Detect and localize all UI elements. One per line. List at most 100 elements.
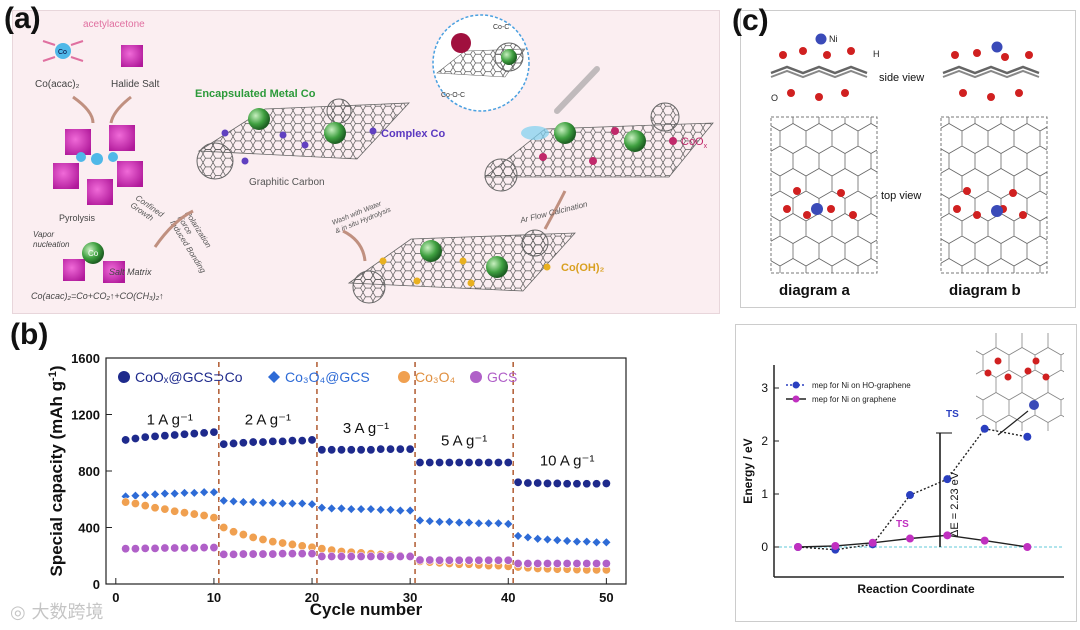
data-point [238,497,249,507]
data-point [238,438,248,448]
panel-a-scheme: acetylacetone Co Co(acac)₂ Halide Salt P… [12,10,720,314]
diagram-a-label: diagram a [779,282,851,299]
data-point [444,458,454,468]
data-point [267,497,278,508]
data-point [199,510,209,520]
data-point [493,458,503,468]
data-point [395,551,405,561]
data-point [336,445,346,455]
data-point [160,431,170,441]
data-point [219,549,229,559]
data-point [160,504,170,514]
data-point [130,490,141,501]
data-point [278,538,288,548]
data-point [376,444,386,454]
ni-label: Ni [829,34,838,44]
y-axis-label: Special capacity (mAh g-1) [47,365,66,576]
complex-co-label: Complex Co [381,128,445,140]
data-point [229,438,239,448]
data-point [268,549,278,559]
probe-icon [554,66,600,114]
series-line [797,428,1028,551]
data-point [218,495,229,506]
data-point [297,541,307,551]
rate-label: 10 A g⁻¹ [540,452,595,469]
x-tick-label: 20 [305,590,319,605]
data-point [493,518,504,529]
panel-a-label: (a) [4,2,41,35]
data-point [278,436,288,446]
watermark-text: 大数跨境 [31,602,104,623]
data-point [248,497,259,507]
data-point [366,551,376,561]
data-point [248,437,258,447]
data-point [170,506,180,516]
data-point [121,435,131,445]
data-point [503,458,513,468]
ts-label-2: TS [896,519,909,530]
data-point [542,534,553,545]
c-y-tick-label: 1 [761,487,768,501]
legend-label: CoOₓ@GCS⊃Co [135,369,243,385]
hydrolysis-sheet [347,229,576,304]
data-point [513,559,523,569]
data-point [150,431,160,441]
data-point [464,517,474,528]
data-point [831,541,840,550]
data-point [543,478,553,488]
y-tick-label: 800 [78,464,100,479]
data-point [356,551,366,561]
data-point [179,429,189,439]
data-point [278,549,288,559]
data-point [130,434,140,444]
data-point [268,436,278,446]
data-point [219,523,229,533]
data-point [366,445,376,455]
co-oh-label: Co(OH)₂ [561,262,604,274]
data-point [258,535,268,545]
data-point [601,478,611,488]
data-point [121,544,131,554]
calcined-sheet [483,102,714,192]
data-point [189,429,199,439]
svg-text:Co-O-C: Co-O-C [441,92,465,99]
data-point [533,559,543,569]
graphitic-carbon-sheet [196,98,410,180]
side-view-label: side view [879,72,924,84]
data-point [297,549,307,559]
data-point [435,555,445,565]
data-point [794,543,802,551]
c-y-tick-label: 0 [761,540,768,554]
data-point [1023,543,1032,551]
data-point [199,428,209,438]
side-view-b [942,41,1040,101]
legend-marker [398,371,410,383]
data-point [307,549,317,559]
data-point [365,504,376,515]
y-tick-label: 0 [93,577,100,592]
data-point [287,539,297,549]
graphitic-carbon-label: Graphitic Carbon [249,177,325,188]
y-tick-label: 400 [78,521,100,536]
data-point [464,555,474,565]
data-point [209,427,219,437]
data-point [415,555,425,565]
diagram-b-label: diagram b [949,282,1021,299]
data-point [248,549,258,559]
data-point [444,555,454,565]
x-tick-label: 30 [403,590,417,605]
wash-label: Wash with Water& in situ Hydrolysis [331,198,392,235]
data-point [483,518,494,529]
x-tick-label: 40 [501,590,515,605]
data-point [405,551,415,561]
data-point [473,518,484,529]
data-point [258,497,268,508]
data-point [140,543,150,553]
rate-label: 3 A g⁻¹ [343,420,389,437]
data-point [943,531,952,540]
zoom-inset: Co-C Co-O-C [432,14,530,112]
equation-label: Co(acac)₂=Co+CO₂↑+CO(CH₃)₂↑ [31,291,164,301]
confined-growth-label: ConfinedGrowth [129,193,166,226]
